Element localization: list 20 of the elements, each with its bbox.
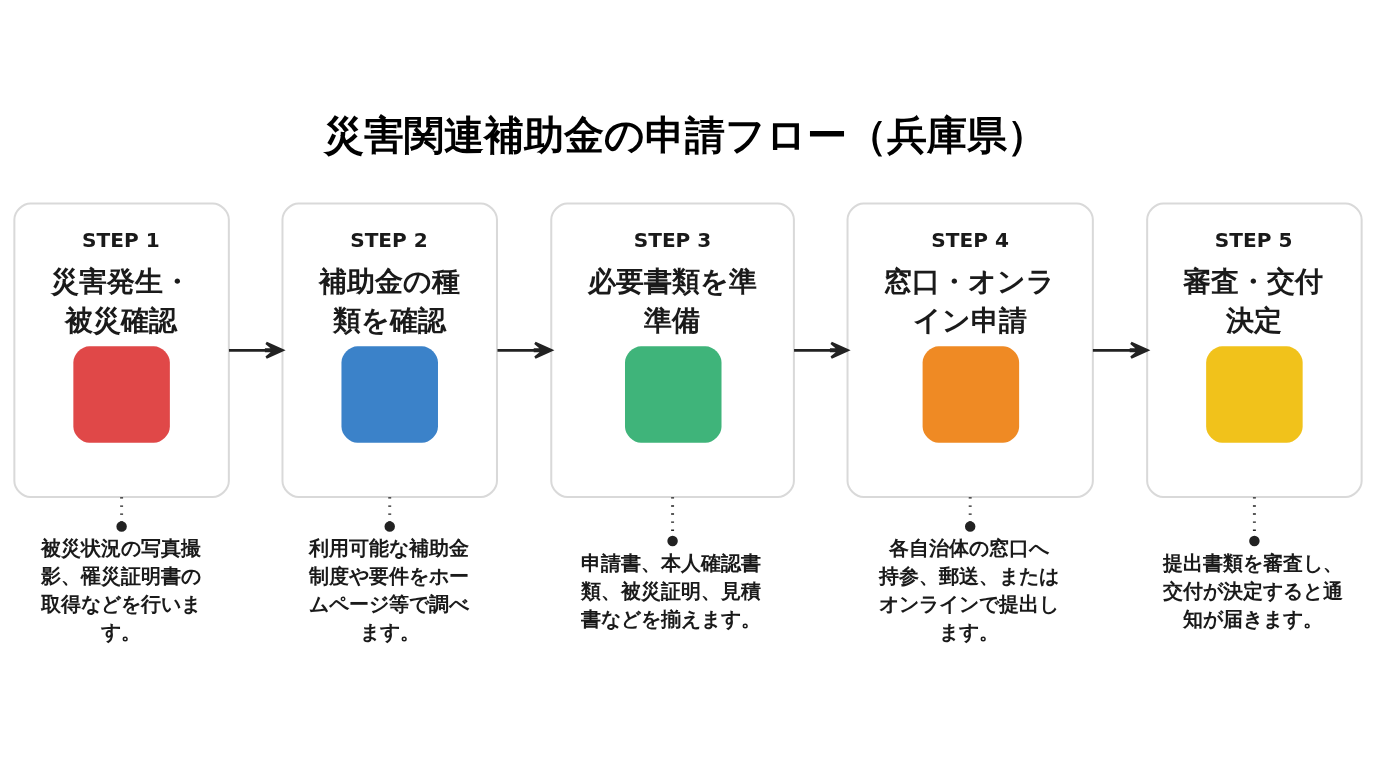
connector	[667, 496, 678, 546]
diagram-title: 災害関連補助金の申請フロー（兵庫県）	[324, 111, 1048, 158]
node-text: 各自治体の窓口へ持参、郵送、またはオンラインで提出します。	[879, 535, 1060, 644]
node-box: STEP 5 審査・交付決定	[1146, 202, 1363, 498]
node-text: 利用可能な補助金制度や要件をホームページ等で調べます。	[309, 535, 470, 644]
arrow	[497, 341, 553, 359]
arrow	[228, 341, 284, 359]
connector	[1249, 496, 1260, 546]
node-box: STEP 3 必要書類を準準備	[550, 202, 795, 498]
connector	[384, 496, 395, 532]
node-box: STEP 2 補助金の種類を確認	[281, 202, 498, 498]
node-box: STEP 1 災害発生・被災確認	[13, 202, 230, 498]
node-text: 申請書、本人確認書類、被災証明、見積書などを揃えます。	[581, 550, 762, 631]
node-box: STEP 4 窓口・オンライン申請	[846, 202, 1094, 498]
arrow	[794, 341, 849, 359]
node-text: 提出書類を審査し、交付が決定すると通知が届きます。	[1163, 550, 1344, 631]
connector	[964, 496, 976, 532]
connector	[116, 496, 127, 532]
node-text: 被災状況の写真撮影、罹災証明書の取得などを行います。	[41, 535, 202, 644]
arrow	[1092, 341, 1149, 359]
